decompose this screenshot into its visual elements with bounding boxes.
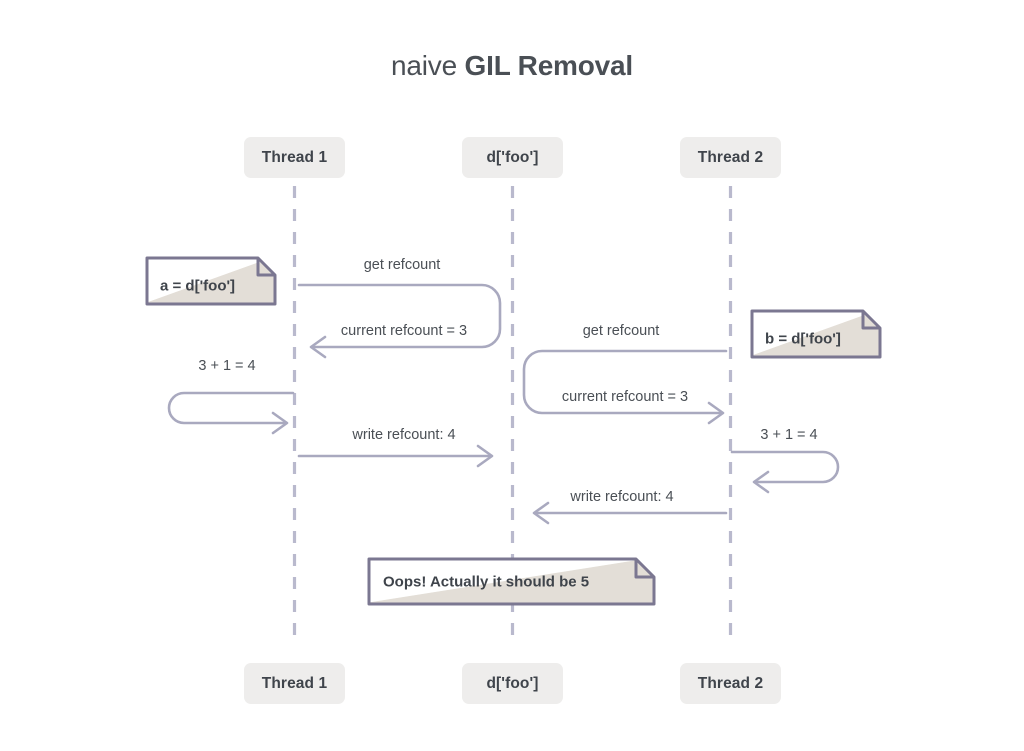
note-b-label: b = d['foo'] — [765, 330, 841, 348]
message-label-get-refcount-2: get refcount — [582, 323, 660, 339]
message-label-write-refcount-1: write refcount: 4 — [352, 427, 456, 443]
lane-footer-thread2-label: Thread 2 — [697, 674, 764, 692]
arrow-get-refcount-1 — [297, 283, 502, 359]
message-label-write-refcount-2: write refcount: 4 — [570, 489, 674, 505]
arrow-write-refcount-2 — [532, 501, 728, 525]
lane-footer-dfoo[interactable]: d['foo'] — [462, 663, 563, 704]
message-label-current-refcount-2: current refcount = 3 — [561, 389, 689, 405]
lane-header-dfoo[interactable]: d['foo'] — [462, 137, 563, 178]
lane-header-thread2-label: Thread 2 — [697, 148, 764, 166]
lane-header-thread1[interactable]: Thread 1 — [244, 137, 345, 178]
arrow-get-refcount-2 — [522, 349, 728, 425]
lane-header-dfoo-label: d['foo'] — [486, 148, 539, 166]
page-title-light: naive — [391, 50, 465, 81]
lane-footer-thread1[interactable]: Thread 1 — [244, 663, 345, 704]
message-label-compute-thread2: 3 + 1 = 4 — [760, 427, 818, 443]
message-label-get-refcount-1: get refcount — [363, 257, 441, 273]
arrow-write-refcount-1 — [297, 444, 494, 468]
arrow-compute-thread2 — [730, 450, 840, 494]
message-label-current-refcount-1: current refcount = 3 — [340, 323, 468, 339]
note-b-shape — [750, 309, 882, 359]
lane-footer-thread1-label: Thread 1 — [261, 674, 328, 692]
page-title-bold: GIL Removal — [464, 50, 634, 81]
note-a-shape — [145, 256, 277, 306]
note-a-label: a = d['foo'] — [160, 277, 236, 295]
message-label-compute-thread1: 3 + 1 = 4 — [198, 358, 256, 374]
note-oops-shape — [367, 557, 656, 606]
page-title: naive GIL Removal — [0, 50, 1024, 82]
lane-footer-dfoo-label: d['foo'] — [486, 674, 539, 692]
lane-header-thread2[interactable]: Thread 2 — [680, 137, 781, 178]
lane-footer-thread2[interactable]: Thread 2 — [680, 663, 781, 704]
lane-header-thread1-label: Thread 1 — [261, 148, 328, 166]
arrow-compute-thread1 — [167, 391, 295, 435]
note-oops-label: Oops! Actually it should be 5 — [383, 573, 590, 591]
